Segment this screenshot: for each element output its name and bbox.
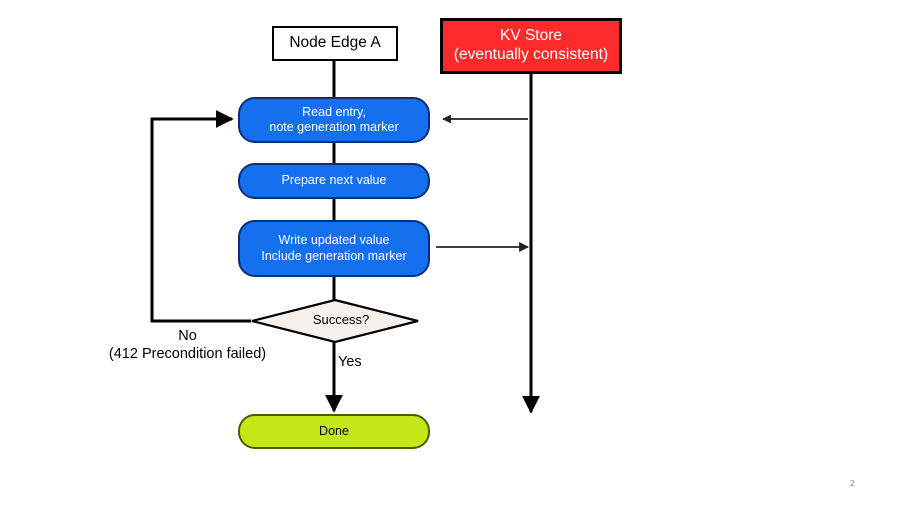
- connector-no-retry-loop: [150, 110, 251, 323]
- process-write-updated-value[interactable]: Write updated value Include generation m…: [238, 220, 430, 277]
- decision-diamond-shape: [251, 298, 419, 344]
- decision-success-label[interactable]: Success?: [312, 312, 370, 327]
- actor-kv-store[interactable]: KV Store (eventually consistent): [440, 18, 622, 74]
- page-number: 2: [850, 479, 855, 488]
- actor-node-edge-a[interactable]: Node Edge A: [272, 26, 398, 61]
- terminal-done[interactable]: Done: [238, 414, 430, 449]
- edge-label-yes-branch: Yes: [338, 354, 362, 370]
- process-read-entry[interactable]: Read entry, note generation marker: [238, 97, 430, 143]
- edge-label-no-branch: No (412 Precondition failed): [108, 328, 267, 363]
- process-prepare-next-value[interactable]: Prepare next value: [238, 163, 430, 199]
